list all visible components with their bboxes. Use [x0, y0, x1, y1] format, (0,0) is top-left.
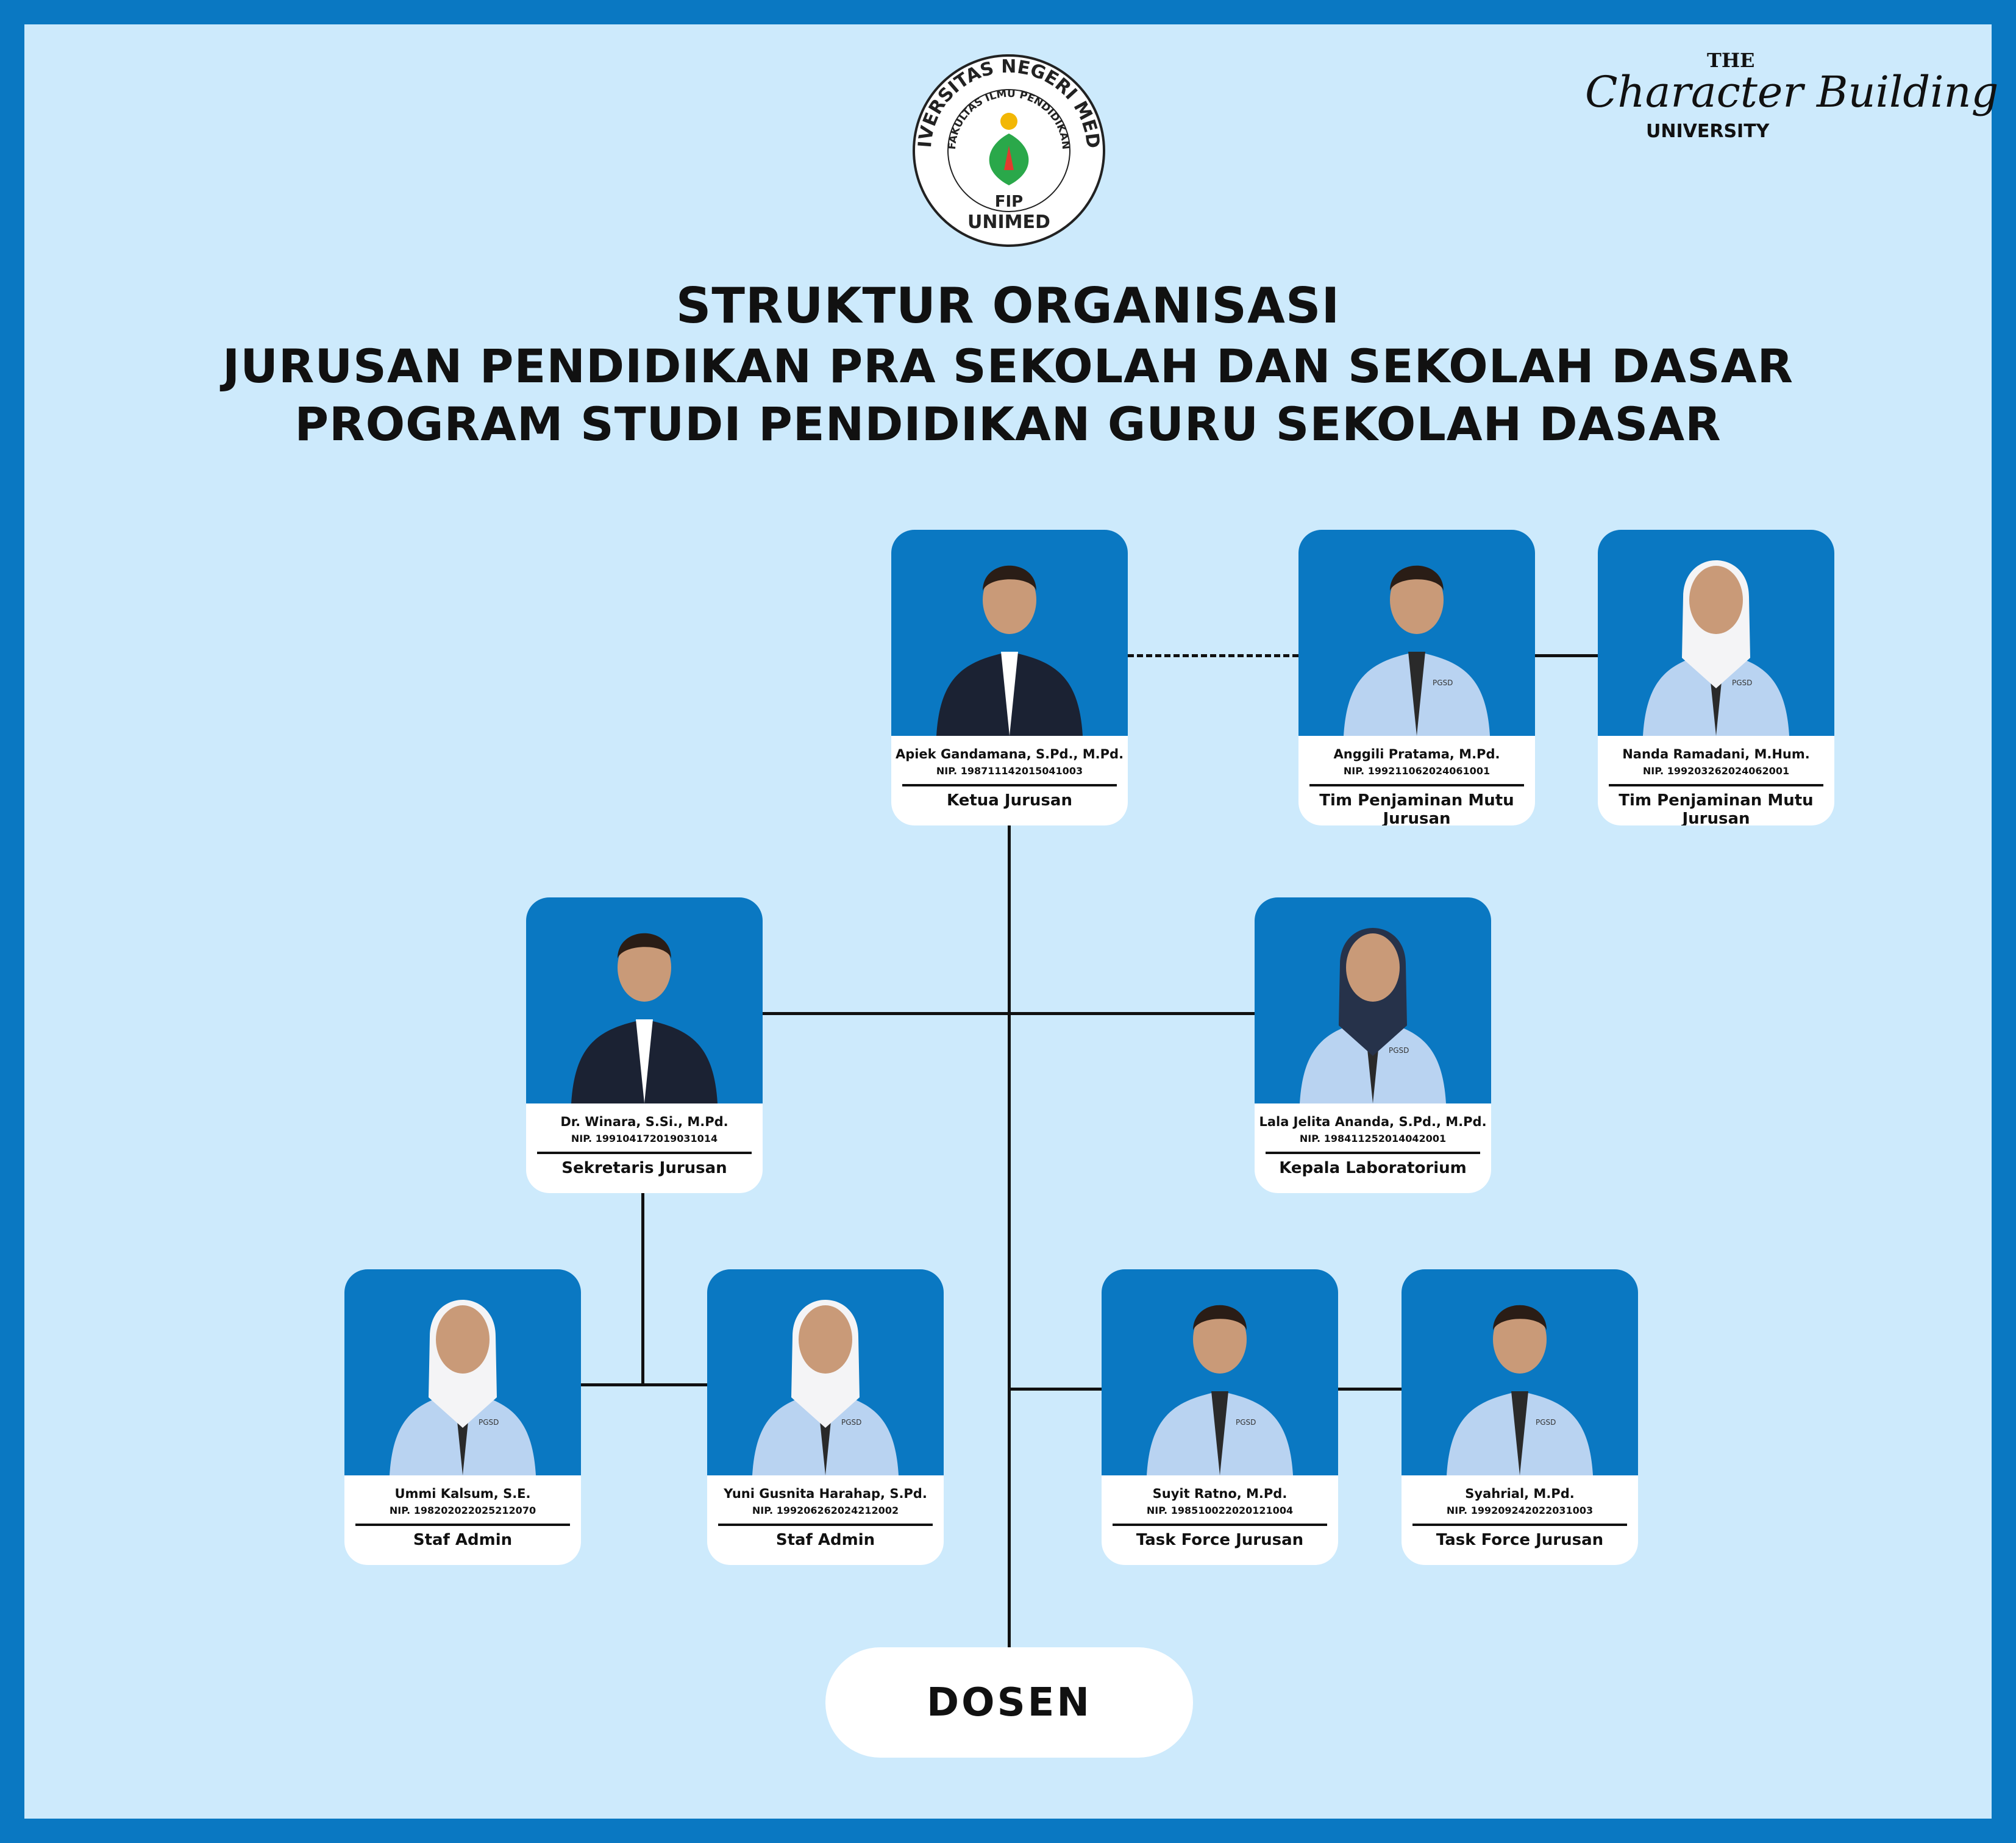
title-line-2: JURUSAN PENDIDIKAN PRA SEKOLAH DAN SEKOL…	[222, 339, 1794, 393]
portrait-photo: PGSD	[344, 1269, 581, 1475]
person-role: Tim Penjaminan Mutu Jurusan	[1619, 791, 1814, 825]
divider	[902, 784, 1117, 786]
svg-text:FIP: FIP	[995, 193, 1024, 211]
portrait-photo: PGSD	[1598, 530, 1834, 736]
card-task-force-1: PGSD Suyit Ratno, M.Pd. NIP. 19851002202…	[1102, 1269, 1338, 1565]
person-icon: PGSD	[1300, 928, 1446, 1103]
svg-text:PGSD: PGSD	[1732, 679, 1752, 687]
svg-text:PGSD: PGSD	[479, 1418, 499, 1427]
divider	[537, 1152, 752, 1154]
divider	[355, 1524, 570, 1526]
svg-text:PGSD: PGSD	[1389, 1046, 1409, 1055]
person-name: Dr. Winara, S.Si., M.Pd.	[560, 1114, 728, 1129]
connector-line	[641, 1192, 644, 1386]
portrait-photo: PGSD	[1102, 1269, 1338, 1475]
connector-line	[1009, 1388, 1102, 1391]
person-nip: NIP. 198510022020121004	[1146, 1505, 1294, 1516]
connector-line	[1535, 654, 1598, 657]
divider	[1113, 1524, 1327, 1526]
svg-text:PGSD: PGSD	[1536, 1418, 1556, 1427]
person-role: Sekretaris Jurusan	[561, 1159, 727, 1177]
portrait-photo: PGSD	[1402, 1269, 1638, 1475]
svg-text:UNIMED: UNIMED	[967, 212, 1050, 233]
connector-line	[1338, 1388, 1402, 1391]
person-icon: PGSD	[390, 1300, 536, 1475]
person-icon: PGSD	[1643, 560, 1789, 736]
divider	[1266, 1152, 1480, 1154]
card-staf-admin-2: PGSD Yuni Gusnita Harahap, S.Pd. NIP. 19…	[707, 1269, 944, 1565]
person-nip: NIP. 199206262024212002	[752, 1505, 899, 1516]
card-sekretaris-jurusan: Dr. Winara, S.Si., M.Pd. NIP. 1991041720…	[526, 897, 763, 1193]
person-name: Nanda Ramadani, M.Hum.	[1622, 747, 1810, 761]
person-icon	[571, 933, 718, 1103]
person-nip: NIP. 198411252014042001	[1299, 1133, 1447, 1144]
person-name: Lala Jelita Ananda, S.Pd., M.Pd.	[1259, 1114, 1487, 1129]
person-nip: NIP. 199211062024061001	[1343, 765, 1491, 777]
person-name: Yuni Gusnita Harahap, S.Pd.	[724, 1486, 927, 1501]
dosen-box: DOSEN	[825, 1647, 1193, 1758]
connector-line	[762, 1012, 1255, 1015]
person-name: Ummi Kalsum, S.E.	[394, 1486, 531, 1501]
person-name: Suyit Ratno, M.Pd.	[1152, 1486, 1288, 1501]
person-name: Anggili Pratama, M.Pd.	[1333, 747, 1500, 761]
portrait-photo	[526, 897, 763, 1103]
title-line-3: PROGRAM STUDI PENDIDIKAN GURU SEKOLAH DA…	[294, 397, 1722, 451]
svg-text:PGSD: PGSD	[1236, 1418, 1256, 1427]
person-nip: NIP. 199104172019031014	[571, 1133, 718, 1144]
tagline-the: THE	[1707, 49, 1755, 72]
card-tim-penjaminan-mutu-2: PGSD Nanda Ramadani, M.Hum. NIP. 1992032…	[1598, 530, 1834, 825]
tagline-sub: UNIVERSITY	[1646, 121, 1770, 142]
person-role: Tim Penjaminan Mutu Jurusan	[1319, 791, 1514, 825]
person-nip: NIP. 198202022025212070	[389, 1505, 536, 1516]
person-nip: NIP. 199203262024062001	[1642, 765, 1790, 777]
person-role: Task Force Jurusan	[1136, 1531, 1304, 1549]
connector-dashed-line	[1128, 654, 1298, 657]
card-tim-penjaminan-mutu-1: PGSD Anggili Pratama, M.Pd. NIP. 1992110…	[1298, 530, 1535, 825]
person-icon: PGSD	[1447, 1305, 1593, 1475]
person-nip: NIP. 199209242022031003	[1446, 1505, 1594, 1516]
divider	[1412, 1524, 1627, 1526]
card-ketua-jurusan: Apiek Gandamana, S.Pd., M.Pd. NIP. 19871…	[891, 530, 1128, 825]
person-icon	[936, 565, 1083, 736]
person-role: Kepala Laboratorium	[1279, 1159, 1467, 1177]
card-kepala-laboratorium: PGSD Lala Jelita Ananda, S.Pd., M.Pd. NI…	[1255, 897, 1491, 1193]
person-role: Task Force Jurusan	[1436, 1531, 1604, 1549]
character-building-tagline: THE Character Building UNIVERSITY	[1585, 49, 1998, 146]
divider	[1609, 784, 1823, 786]
portrait-photo: PGSD	[1255, 897, 1491, 1103]
fip-unimed-logo: UNIVERSITAS NEGERI MEDAN FAKULTAS ILMU P…	[913, 54, 1105, 247]
divider	[718, 1524, 933, 1526]
connector-line	[581, 1383, 707, 1386]
card-staf-admin-1: PGSD Ummi Kalsum, S.E. NIP. 198202022025…	[344, 1269, 581, 1565]
person-name: Apiek Gandamana, S.Pd., M.Pd.	[895, 747, 1124, 761]
portrait-photo: PGSD	[707, 1269, 944, 1475]
portrait-photo	[891, 530, 1128, 736]
svg-text:PGSD: PGSD	[1433, 679, 1453, 687]
person-nip: NIP. 198711142015041003	[936, 765, 1083, 777]
person-icon: PGSD	[1344, 565, 1490, 736]
tagline-main: Character Building	[1585, 67, 1999, 117]
person-role: Ketua Jurusan	[947, 791, 1072, 810]
person-name: Syahrial, M.Pd.	[1465, 1486, 1575, 1501]
person-role: Staf Admin	[413, 1531, 513, 1549]
divider	[1309, 784, 1524, 786]
person-role: Staf Admin	[775, 1531, 875, 1549]
title-line-1: STRUKTUR ORGANISASI	[675, 277, 1341, 334]
card-task-force-2: PGSD Syahrial, M.Pd. NIP. 19920924202203…	[1402, 1269, 1638, 1565]
portrait-photo: PGSD	[1298, 530, 1535, 736]
person-icon: PGSD	[752, 1300, 899, 1475]
person-icon: PGSD	[1147, 1305, 1293, 1475]
svg-text:PGSD: PGSD	[841, 1418, 861, 1427]
connector-line	[1008, 823, 1011, 1647]
